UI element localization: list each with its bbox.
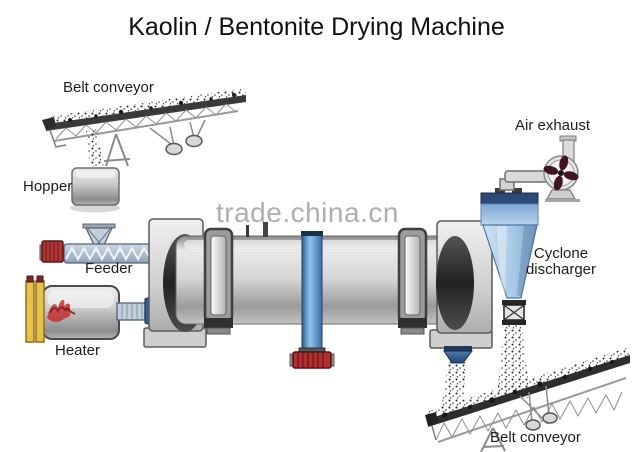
conveyor-material-texture xyxy=(428,347,630,420)
conveyor-belt xyxy=(428,355,630,427)
drum-discharge-neck xyxy=(444,346,472,351)
drive-motor xyxy=(292,351,332,369)
screw-spiral xyxy=(65,245,151,262)
riding-ring-right xyxy=(397,227,428,335)
drive-column xyxy=(301,232,323,354)
belt-conveyor-top-graphic xyxy=(42,88,246,167)
cyclone-barrel xyxy=(480,203,539,226)
conveyor-wheel xyxy=(165,142,183,156)
conveyor-wheel xyxy=(542,412,558,424)
cyclone-lid xyxy=(480,192,539,205)
label-belt-conveyor-top: Belt conveyor xyxy=(63,79,154,96)
conveyor-truss xyxy=(435,391,623,441)
label-heater: Heater xyxy=(55,342,101,359)
heater-graphic xyxy=(25,275,158,343)
burner-grate-bar xyxy=(35,280,45,343)
exhaust-duct xyxy=(504,170,549,183)
conveyor-legs xyxy=(103,133,131,167)
label-feeder: Feeder xyxy=(85,260,133,277)
drive-column-graphic xyxy=(289,231,335,369)
hot-air-pipe xyxy=(116,302,146,321)
conveyor-frame xyxy=(53,110,239,142)
drum-end-right xyxy=(436,236,474,330)
watermark: trade.china.cn xyxy=(216,197,399,228)
rotary-drum-graphic xyxy=(143,218,493,369)
vent-pipe xyxy=(246,225,249,237)
vent-pipe xyxy=(263,222,268,237)
conveyor-wheel xyxy=(185,134,203,148)
fan-blades-icon xyxy=(543,155,579,191)
label-belt-conveyor-bottom: Belt conveyor xyxy=(490,429,581,446)
exhaust-fan-graphic xyxy=(543,135,580,202)
fan-base xyxy=(545,189,577,200)
burner-grate-bar xyxy=(25,280,35,343)
label-cyclone-discharger: Cyclone discharger xyxy=(519,246,603,278)
label-air-exhaust: Air exhaust xyxy=(515,117,591,134)
cyclone-graphic xyxy=(480,170,549,325)
conveyor-belt xyxy=(46,95,246,131)
conveyor-truss xyxy=(55,103,237,140)
hopper-graphic xyxy=(70,167,120,213)
feeder-motor xyxy=(41,240,64,263)
falling-material-stream xyxy=(86,129,104,167)
label-cyclone-line2: discharger xyxy=(525,261,597,278)
label-cyclone-line1: Cyclone xyxy=(533,245,589,262)
page-title: Kaolin / Bentonite Drying Machine xyxy=(128,13,505,41)
conveyor-wheel xyxy=(525,419,541,431)
belt-conveyor-bottom-graphic xyxy=(425,347,630,452)
cyclone-cone xyxy=(482,224,538,299)
riding-ring-left xyxy=(203,227,234,335)
label-hopper: Hopper xyxy=(23,178,73,195)
drum-discharge-funnel xyxy=(443,350,473,364)
falling-material-stream xyxy=(497,325,530,398)
conveyor-tail-pulley xyxy=(425,412,438,426)
conveyor-tail-pulley xyxy=(42,117,56,130)
conveyor-legs xyxy=(480,427,506,452)
